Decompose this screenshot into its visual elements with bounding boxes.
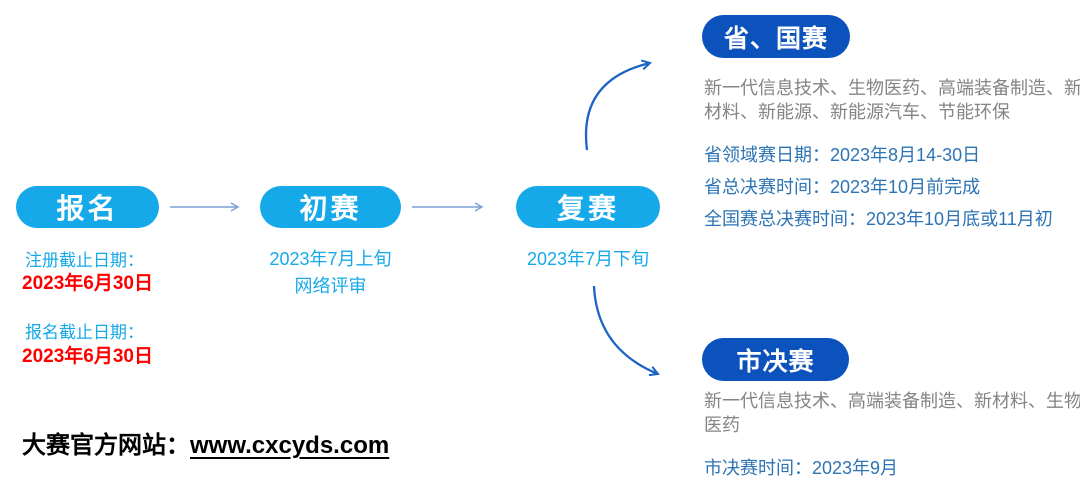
outcome-pill-provincial-national: 省、国赛 (702, 15, 850, 58)
stage-pill-preliminary: 初赛 (260, 186, 401, 228)
preliminary-note: 2023年7月上旬 网络评审 (260, 246, 401, 300)
semifinal-date: 2023年7月下旬 (526, 249, 650, 269)
stage-pill-semifinal: 复赛 (516, 186, 660, 228)
provincial-field-date: 省领域赛日期：2023年8月14-30日 (704, 145, 981, 165)
curved-arrow-semifinal-to-provincial-national (584, 59, 652, 151)
signup-deadline-label: 报名截止日期： (25, 323, 144, 342)
stage-pill-registration: 报名 (16, 186, 159, 228)
registration-deadline-date: 2023年6月30日 (22, 273, 153, 294)
outcome-pill-city-final: 市决赛 (702, 338, 849, 381)
city-final-industries: 新一代信息技术、高端装备制造、新材料、生物医药 (704, 391, 1080, 435)
official-website: 大赛官方网站：www.cxcyds.com (22, 425, 389, 460)
preliminary-date: 2023年7月上旬 (269, 249, 392, 269)
preliminary-method: 网络评审 (294, 276, 367, 296)
signup-deadline-date: 2023年6月30日 (22, 346, 153, 367)
provincial-final-date: 省总决赛时间：2023年10月前完成 (704, 177, 981, 197)
curved-arrow-semifinal-to-city-final (592, 285, 660, 377)
registration-deadline-label: 注册截止日期： (25, 251, 144, 270)
provincial-national-industries: 新一代信息技术、生物医药、高端装备制造、新材料、新能源、新能源汽车、节能环保 (704, 78, 1080, 122)
website-label: 大赛官方网站： (22, 432, 190, 459)
website-url[interactable]: www.cxcyds.com (190, 432, 390, 459)
national-final-date: 全国赛总决赛时间：2023年10月底或11月初 (704, 209, 1053, 229)
city-final-date: 市决赛时间：2023年9月 (704, 458, 899, 478)
